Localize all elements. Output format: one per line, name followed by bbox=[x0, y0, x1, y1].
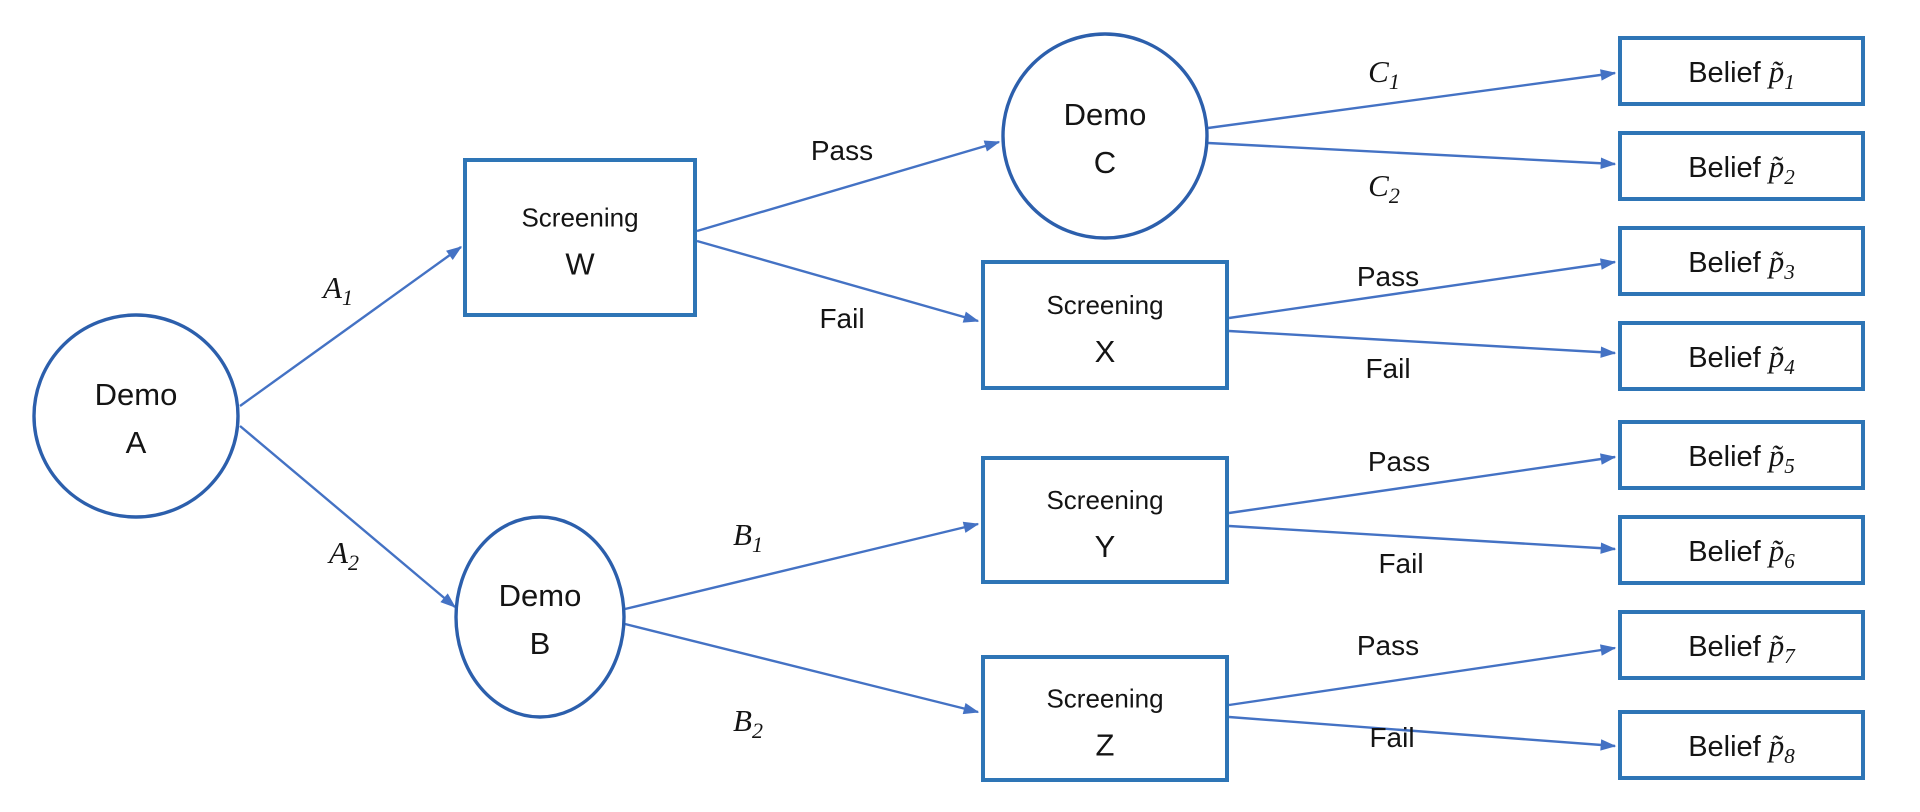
node-belief-8-label: Belief p̃8 bbox=[1688, 728, 1795, 768]
node-belief-2-label: Belief p̃2 bbox=[1688, 149, 1795, 189]
screening-x-box bbox=[981, 260, 1229, 390]
screening-w-box bbox=[463, 158, 697, 317]
node-belief-5: Belief p̃5 bbox=[1618, 420, 1865, 490]
edge-x-pass-label: Pass bbox=[1357, 261, 1419, 292]
node-screening-x-letter: X bbox=[1095, 334, 1116, 369]
edge-z-fail-arrow bbox=[1228, 715, 1617, 751]
node-demo-a-letter: A bbox=[126, 425, 147, 460]
edge-a2-arrow bbox=[239, 425, 456, 608]
node-screening-x-label: Screening bbox=[1046, 290, 1163, 320]
node-demo-b-label: Demo bbox=[499, 578, 582, 613]
edge-z-pass-label: Pass bbox=[1357, 630, 1419, 661]
node-screening-y-label: Screening bbox=[1046, 485, 1163, 515]
node-demo-b-letter: B bbox=[530, 626, 551, 661]
edge-y-fail-arrow bbox=[1228, 524, 1617, 554]
edge-y-pass-label: Pass bbox=[1368, 446, 1430, 477]
edge-c2-label: C2 bbox=[1368, 168, 1400, 208]
demo-a-circle bbox=[32, 313, 240, 519]
belief-4-box bbox=[1618, 321, 1865, 391]
edge-w-pass-arrow bbox=[696, 140, 1001, 233]
node-belief-4: Belief p̃4 bbox=[1618, 321, 1865, 391]
node-demo-c-label: Demo bbox=[1064, 97, 1147, 132]
belief-1-box bbox=[1618, 36, 1865, 106]
node-belief-7: Belief p̃7 bbox=[1618, 610, 1865, 680]
node-demo-c-letter: C bbox=[1094, 145, 1116, 180]
edge-b1-arrow bbox=[624, 521, 980, 611]
node-screening-w-label: Screening bbox=[521, 203, 638, 233]
node-screening-z-label: Screening bbox=[1046, 684, 1163, 714]
edge-w-fail-label: Fail bbox=[819, 303, 864, 334]
edge-a2-label: A2 bbox=[327, 535, 359, 575]
screening-y-box bbox=[981, 456, 1229, 584]
node-screening-y-letter: Y bbox=[1095, 529, 1116, 564]
edge-c1-arrow bbox=[1207, 69, 1617, 130]
demo-c-circle bbox=[1001, 32, 1209, 240]
belief-6-box bbox=[1618, 515, 1865, 585]
edge-b2-label: B2 bbox=[733, 703, 763, 743]
node-belief-6-label: Belief p̃6 bbox=[1688, 533, 1795, 573]
belief-8-box bbox=[1618, 710, 1865, 780]
edge-x-fail-arrow bbox=[1228, 329, 1617, 358]
node-belief-3: Belief p̃3 bbox=[1618, 226, 1865, 296]
edge-x-fail-label: Fail bbox=[1365, 353, 1410, 384]
node-demo-a-label: Demo bbox=[95, 377, 178, 412]
belief-7-box bbox=[1618, 610, 1865, 680]
edge-c1-label: C1 bbox=[1368, 54, 1400, 94]
node-belief-5-label: Belief p̃5 bbox=[1688, 438, 1795, 478]
edge-c2-arrow bbox=[1207, 141, 1617, 169]
node-belief-1-label: Belief p̃1 bbox=[1688, 54, 1795, 94]
belief-2-box bbox=[1618, 131, 1865, 201]
node-belief-4-label: Belief p̃4 bbox=[1688, 339, 1795, 379]
edge-a1-arrow bbox=[239, 246, 463, 407]
edge-b1-label: B1 bbox=[733, 517, 763, 557]
node-screening-z-letter: Z bbox=[1096, 728, 1115, 763]
edge-x-pass-arrow bbox=[1228, 258, 1617, 320]
demo-b-circle bbox=[454, 515, 626, 719]
node-screening-w-letter: W bbox=[565, 247, 595, 282]
edge-y-fail-label: Fail bbox=[1378, 548, 1423, 579]
node-belief-7-label: Belief p̃7 bbox=[1688, 628, 1796, 668]
edge-y-pass-arrow bbox=[1228, 453, 1617, 515]
edge-z-fail-label: Fail bbox=[1369, 722, 1414, 753]
node-belief-6: Belief p̃6 bbox=[1618, 515, 1865, 585]
node-belief-1: Belief p̃1 bbox=[1618, 36, 1865, 106]
edge-b2-arrow bbox=[624, 622, 980, 715]
belief-5-box bbox=[1618, 420, 1865, 490]
screening-z-box bbox=[981, 655, 1229, 782]
node-belief-3-label: Belief p̃3 bbox=[1688, 244, 1795, 284]
edge-w-pass-label: Pass bbox=[811, 135, 873, 166]
node-belief-8: Belief p̃8 bbox=[1618, 710, 1865, 780]
node-belief-2: Belief p̃2 bbox=[1618, 131, 1865, 201]
edge-w-fail-arrow bbox=[696, 239, 980, 323]
edge-z-pass-arrow bbox=[1228, 644, 1617, 707]
edge-a1-label: A1 bbox=[321, 270, 353, 310]
belief-3-box bbox=[1618, 226, 1865, 296]
